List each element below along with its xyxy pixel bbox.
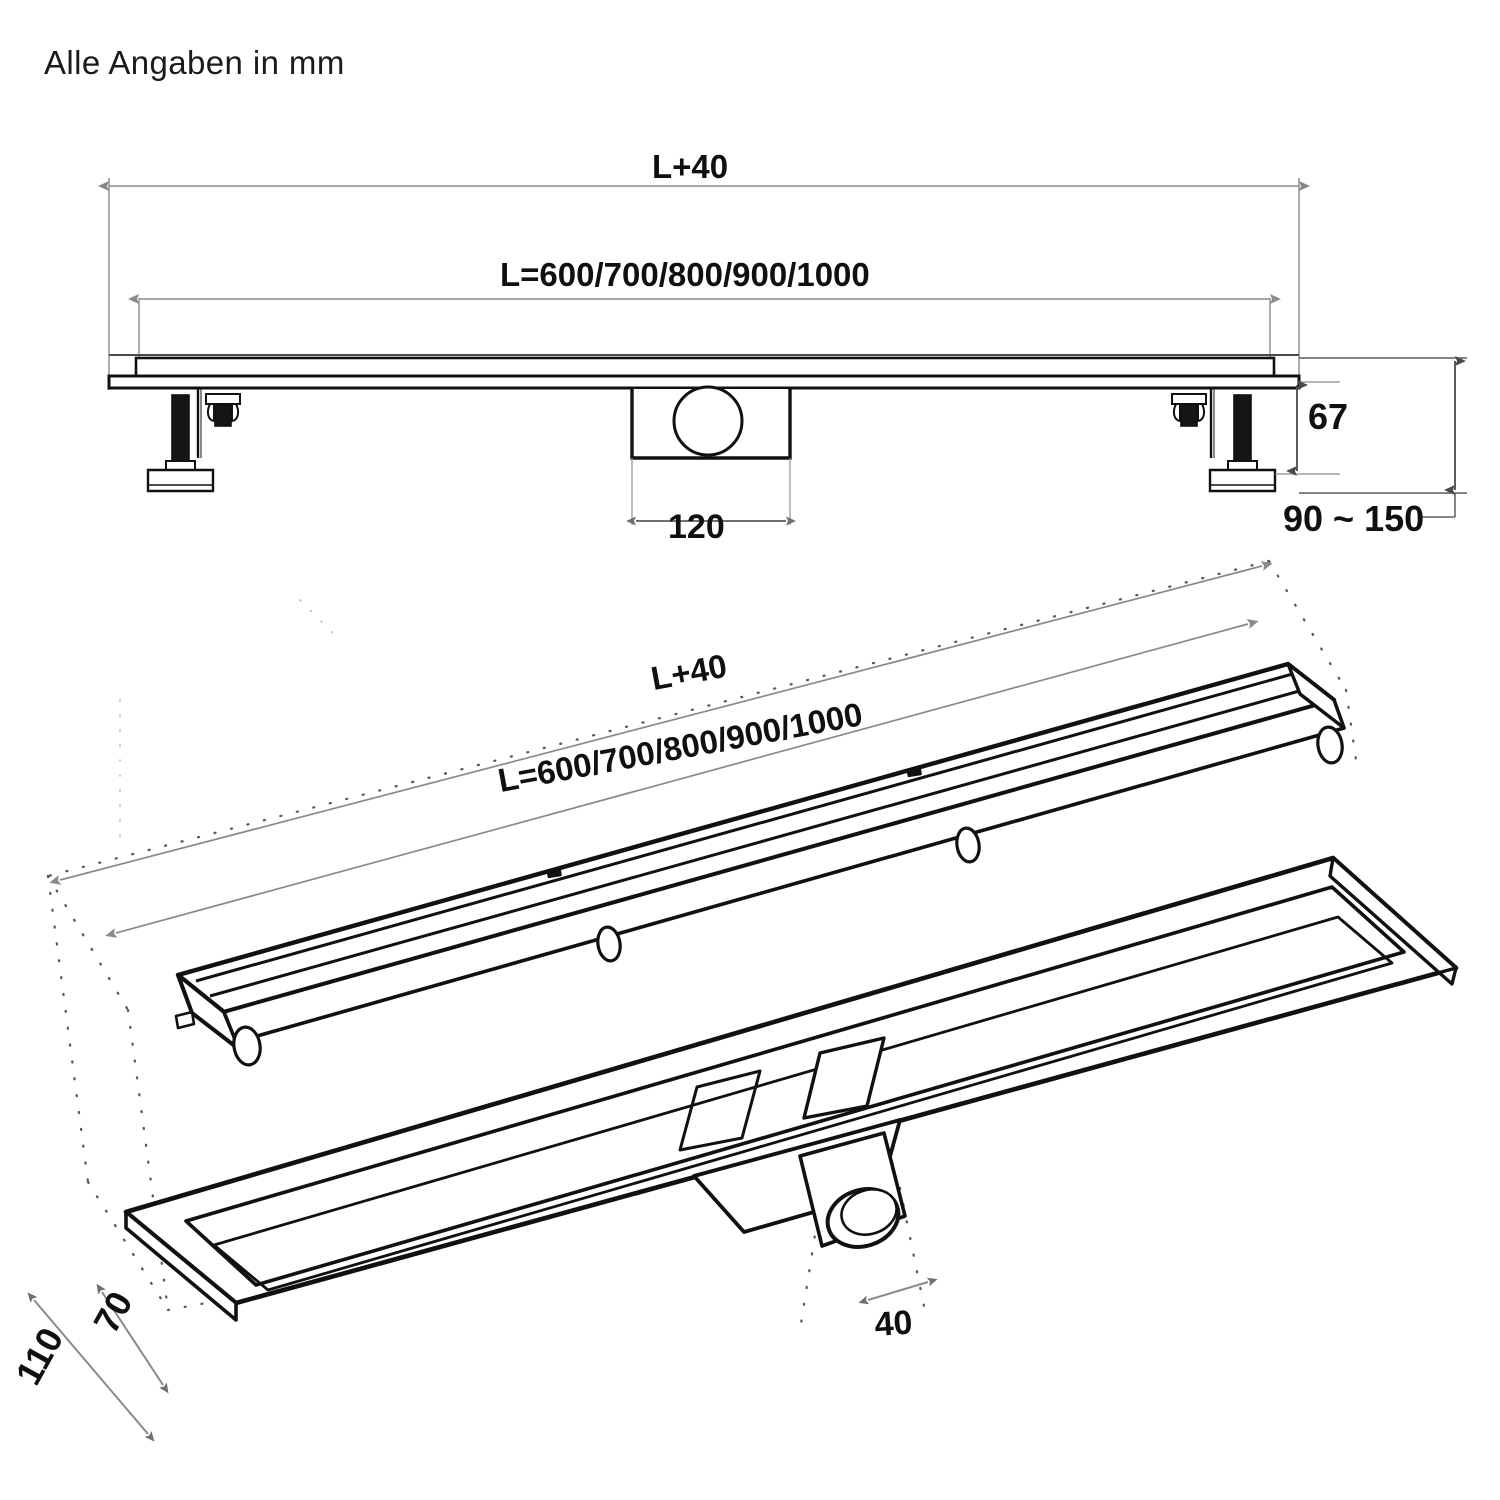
dimension-body-height — [1275, 380, 1340, 476]
elevation-view — [98, 178, 1467, 526]
units-note: Alle Angaben in mm — [44, 44, 345, 81]
dim-label-outlet-width: 120 — [668, 508, 725, 546]
dimension-channel-length-iso — [105, 619, 1259, 938]
outlet-housing-elevation — [626, 385, 796, 526]
channel-body-assembly — [123, 855, 1459, 1322]
wing-nut-right — [1171, 393, 1207, 427]
outlet-hopper-iso — [678, 1036, 907, 1249]
grate-notch — [546, 767, 922, 879]
dim-label-install-height: 90 ~ 150 — [1283, 498, 1425, 539]
dimension-install-height — [1299, 356, 1467, 518]
isometric-view — [27, 559, 1459, 1442]
grate-assembly — [174, 661, 1346, 1067]
dim-label-body-height: 67 — [1308, 396, 1349, 437]
grate-clip — [232, 725, 1344, 1067]
dim-label-channel-length-elevation: L=600/700/800/900/1000 — [500, 256, 870, 293]
dimension-flange-width — [27, 1292, 155, 1442]
adjustable-leg-left — [146, 389, 241, 493]
wing-nut-left — [205, 393, 241, 427]
construction-lines-faint — [119, 599, 341, 841]
dimension-outlet-diameter — [858, 1277, 938, 1305]
adjustable-leg-right — [1171, 389, 1277, 493]
dim-label-outlet-diameter: 40 — [873, 1303, 914, 1345]
channel-cover-plate — [107, 354, 1301, 390]
dim-label-overall-length-elevation: L+40 — [652, 148, 729, 185]
